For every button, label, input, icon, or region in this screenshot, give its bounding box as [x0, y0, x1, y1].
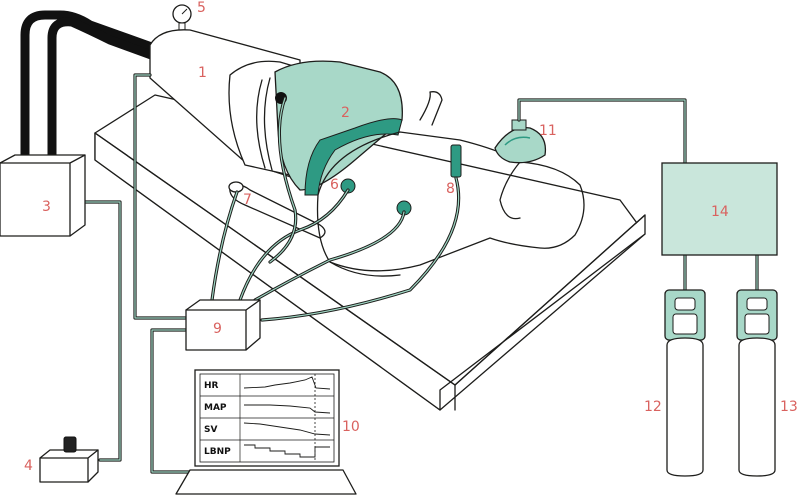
gas-cylinder-12	[664, 289, 706, 477]
chamber-seal	[274, 60, 403, 196]
pressure-gauge	[172, 4, 192, 31]
data-acquisition-unit	[185, 299, 261, 351]
trace-label-map: MAP	[204, 403, 227, 413]
label-7: 7	[243, 192, 252, 208]
vacuum-source	[0, 154, 86, 237]
callout-labels: 1 2 3 4 5 6 7 8 9 10 11 12 13 14	[24, 0, 798, 474]
pressure-controller	[39, 436, 99, 483]
patient	[229, 91, 585, 277]
label-11: 11	[539, 123, 557, 139]
trace-label-hr: HR	[204, 381, 219, 391]
label-9: 9	[213, 321, 222, 337]
label-5: 5	[197, 0, 206, 16]
gas-analyzer-panel	[661, 162, 778, 256]
finger-cuff	[228, 181, 244, 193]
label-12: 12	[644, 399, 662, 415]
label-13: 13	[780, 399, 798, 415]
laptop-monitor: HR MAP SV LBNP	[175, 369, 357, 495]
bed	[94, 94, 646, 411]
trace-label-lbnp: LBNP	[204, 447, 231, 457]
signal-cables	[210, 96, 461, 322]
label-1: 1	[198, 65, 207, 81]
trace-label-sv: SV	[204, 425, 217, 435]
label-2: 2	[341, 105, 350, 121]
label-10: 10	[342, 419, 360, 435]
label-8: 8	[446, 181, 455, 197]
label-4: 4	[24, 458, 33, 474]
gas-cylinder-13	[736, 289, 778, 477]
label-3: 3	[42, 199, 51, 215]
vacuum-hoses	[20, 10, 170, 170]
label-14: 14	[711, 204, 729, 220]
label-6: 6	[330, 177, 339, 193]
